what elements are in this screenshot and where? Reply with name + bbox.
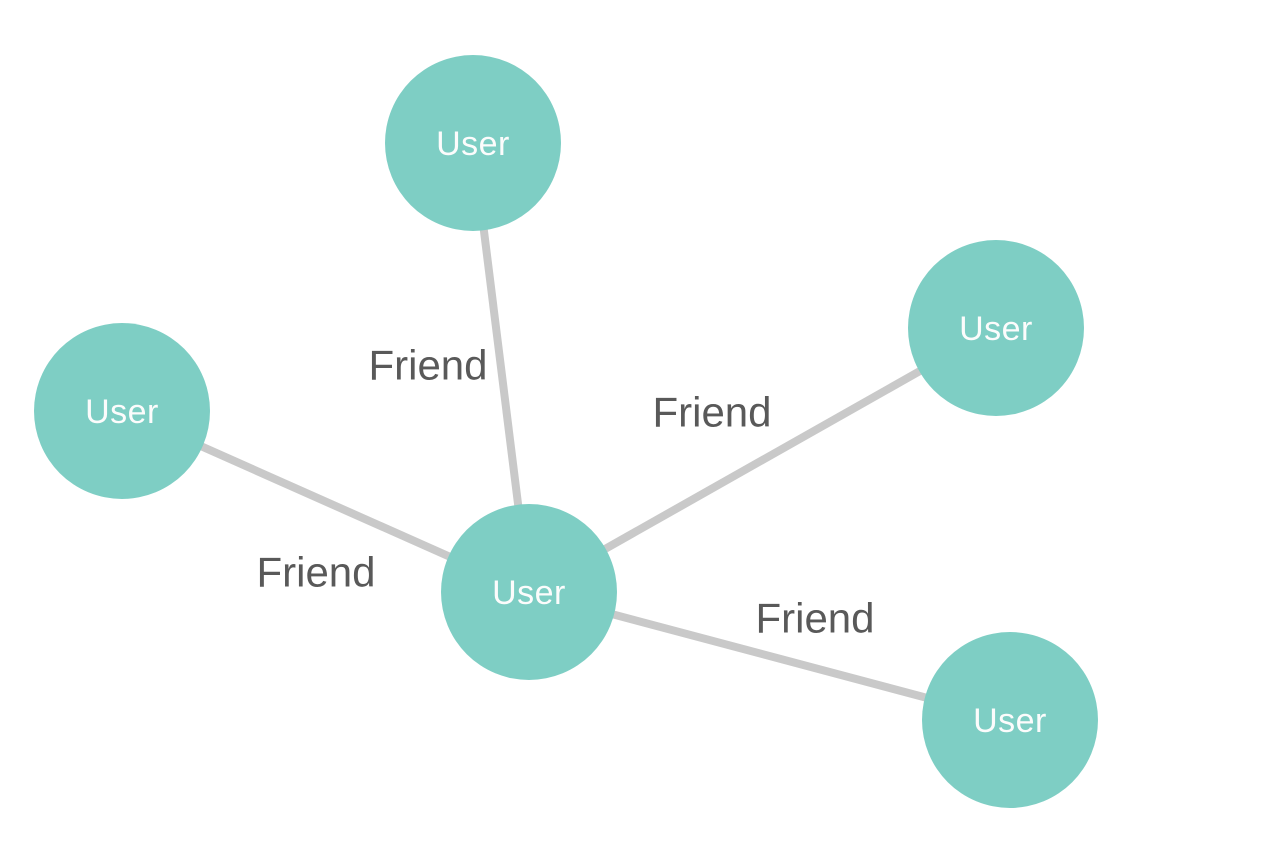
- node-label-right-upper: User: [959, 310, 1033, 348]
- edge-label-center-right-lower: Friend: [755, 595, 874, 642]
- node-label-right-lower: User: [973, 702, 1047, 740]
- edge-label-center-left: Friend: [256, 549, 375, 596]
- node-circle-top[interactable]: [385, 55, 561, 231]
- node-circle-left[interactable]: [34, 323, 210, 499]
- edge-labels-layer: Friend Friend Friend Friend: [256, 342, 874, 642]
- node-user-top[interactable]: User: [385, 55, 561, 231]
- node-circle-right-upper[interactable]: [908, 240, 1084, 416]
- node-circle-center[interactable]: [441, 504, 617, 680]
- node-user-right-upper[interactable]: User: [908, 240, 1084, 416]
- edge-center-right-upper[interactable]: [527, 324, 998, 596]
- node-label-top: User: [436, 125, 510, 163]
- node-user-right-lower[interactable]: User: [922, 632, 1098, 808]
- node-user-left[interactable]: User: [34, 323, 210, 499]
- node-label-center: User: [492, 574, 566, 612]
- edge-label-center-right-upper: Friend: [652, 389, 771, 436]
- node-user-center[interactable]: User: [441, 504, 617, 680]
- nodes-layer: User User User User User: [34, 55, 1098, 808]
- node-circle-right-lower[interactable]: [922, 632, 1098, 808]
- edge-label-center-top: Friend: [368, 342, 487, 389]
- node-label-left: User: [85, 393, 159, 431]
